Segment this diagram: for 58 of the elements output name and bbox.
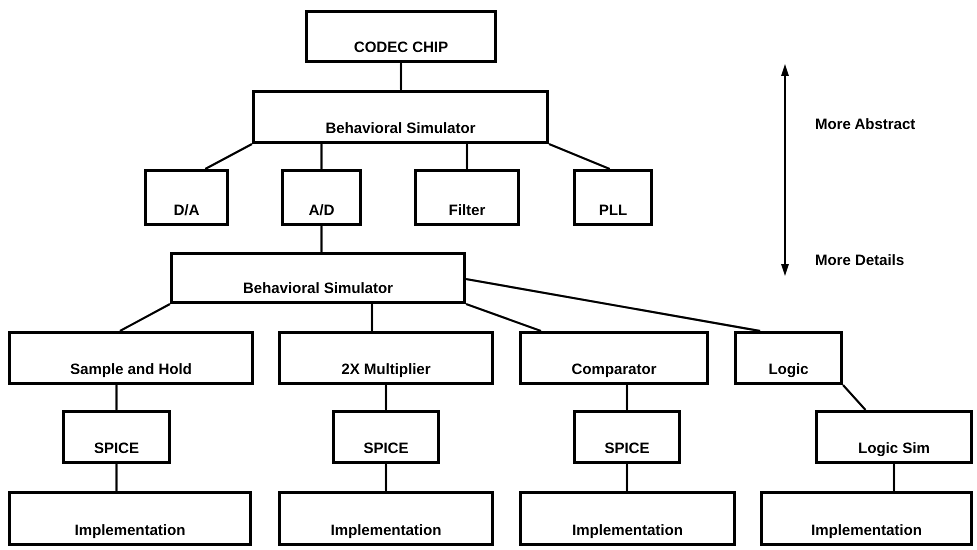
connector-line <box>892 464 896 491</box>
process-box <box>573 169 653 226</box>
node-label: PLL <box>598 202 628 219</box>
connector-line <box>115 385 118 410</box>
process-box <box>519 331 709 385</box>
process-box <box>8 331 254 385</box>
process-box <box>278 491 494 546</box>
node-label: Implementation <box>330 522 442 539</box>
node-label: 2X Multiplier <box>341 362 431 378</box>
process-box <box>281 169 362 226</box>
connector-line <box>320 144 323 169</box>
connector-line <box>370 304 374 331</box>
connector-line <box>842 384 866 411</box>
process-box <box>170 252 466 304</box>
axis-note: More Details <box>815 252 904 269</box>
node-label: Implementation <box>811 522 922 539</box>
process-box <box>414 169 520 226</box>
connector-line <box>548 142 610 170</box>
connector-line <box>626 464 628 491</box>
node-label: Sample and Hold <box>70 362 192 378</box>
node-label: D/A <box>174 202 200 219</box>
process-box <box>332 410 440 464</box>
connector-line <box>115 464 118 491</box>
connector-line <box>384 464 388 491</box>
process-box <box>519 491 736 546</box>
connector-line <box>466 302 542 332</box>
node-label: A/D <box>308 202 334 219</box>
process-box <box>760 491 973 546</box>
node-label: Logic Sim <box>858 440 930 457</box>
connector-line <box>204 143 253 170</box>
node-label: Behavioral Simulator <box>325 120 476 137</box>
node-label: SPICE <box>604 440 650 457</box>
node-label: Behavioral Simulator <box>242 280 394 297</box>
connector-line <box>626 385 628 410</box>
connector-line <box>119 303 171 332</box>
process-box <box>252 90 549 144</box>
axis-note: More Abstract <box>815 116 916 133</box>
connector-line <box>384 385 388 410</box>
node-label: SPICE <box>94 440 139 457</box>
connector-line <box>320 226 323 252</box>
node-label: Logic <box>768 362 808 378</box>
process-box <box>144 169 229 226</box>
node-label: CODEC CHIP <box>354 40 448 56</box>
process-box <box>573 410 681 464</box>
process-box <box>62 410 171 464</box>
node-label: Implementation <box>572 522 683 539</box>
process-box <box>815 410 973 464</box>
connector-line <box>466 144 468 169</box>
process-box <box>734 331 843 385</box>
process-box <box>8 491 252 546</box>
node-label: SPICE <box>363 440 408 457</box>
connector-line <box>400 63 402 90</box>
process-box <box>278 331 494 385</box>
node-label: Filter <box>448 202 486 219</box>
node-label: Comparator <box>571 362 656 378</box>
node-label: Implementation <box>74 522 186 539</box>
process-box <box>305 10 497 63</box>
connector-line <box>466 278 760 332</box>
